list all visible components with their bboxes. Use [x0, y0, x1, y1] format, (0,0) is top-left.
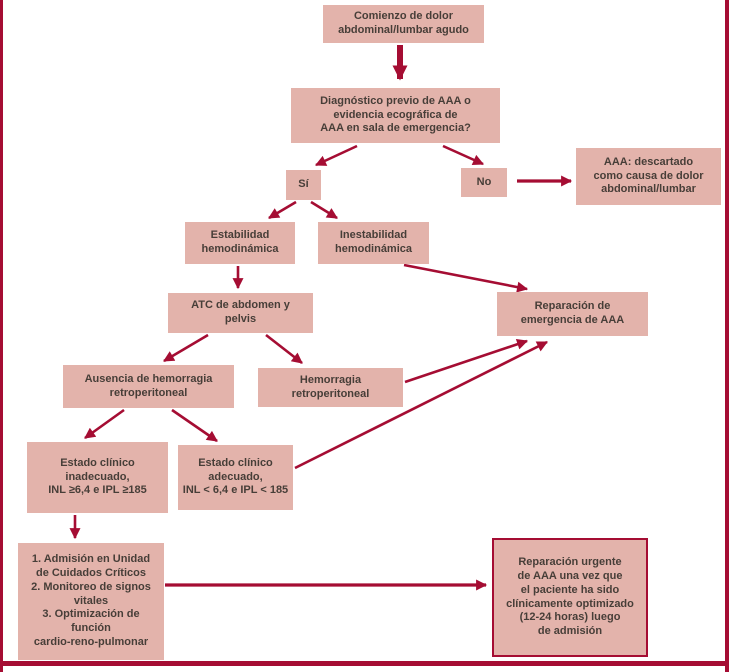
edge-diagnostico-no — [442, 144, 485, 166]
node-no: No — [461, 168, 507, 197]
node-descartado: AAA: descartado como causa de dolor abdo… — [576, 148, 721, 205]
figure-border-left — [0, 0, 3, 672]
edge-atc-ausencia — [163, 333, 209, 363]
edge-si-inestabilidad — [310, 200, 338, 220]
edge-inestabilidad-reparacion — [403, 263, 529, 293]
node-reparacion-urgente: Reparación urgente de AAA una vez que el… — [492, 538, 648, 657]
edge-si-estabilidad — [268, 200, 297, 220]
node-cuidados-criticos: 1. Admisión en Unidad de Cuidados Crític… — [18, 543, 164, 660]
node-hemorragia: Hemorragia retroperitoneal — [258, 368, 403, 407]
node-estabilidad: Estabilidad hemodinámica — [185, 222, 295, 264]
node-estado-inadecuado: Estado clínico inadecuado, INL ≥6,4 e IP… — [27, 442, 168, 513]
figure-border-right — [725, 0, 729, 672]
node-ausencia-hemorragia: Ausencia de hemorragia retroperitoneal — [63, 365, 234, 408]
edge-diagnostico-si — [315, 144, 358, 167]
edge-hemorragia-reparacion — [404, 338, 529, 384]
figure-border-bottom — [0, 661, 729, 666]
edge-ausencia-inadecuado — [84, 408, 125, 440]
node-diagnostico: Diagnóstico previo de AAA o evidencia ec… — [291, 88, 500, 143]
node-reparacion-emergencia: Reparación de emergencia de AAA — [497, 292, 648, 336]
node-si: Sí — [286, 170, 321, 200]
edge-atc-hemorragia — [265, 333, 303, 365]
node-comienzo: Comienzo de dolor abdominal/lumbar agudo — [323, 5, 484, 43]
edge-ausencia-adecuado — [171, 408, 218, 443]
node-atc: ATC de abdomen y pelvis — [168, 293, 313, 333]
node-estado-adecuado: Estado clínico adecuado, INL < 6,4 e IPL… — [178, 445, 293, 510]
edge-adecuado-reparacion — [294, 340, 548, 470]
node-inestabilidad: Inestabilidad hemodinámica — [318, 222, 429, 264]
